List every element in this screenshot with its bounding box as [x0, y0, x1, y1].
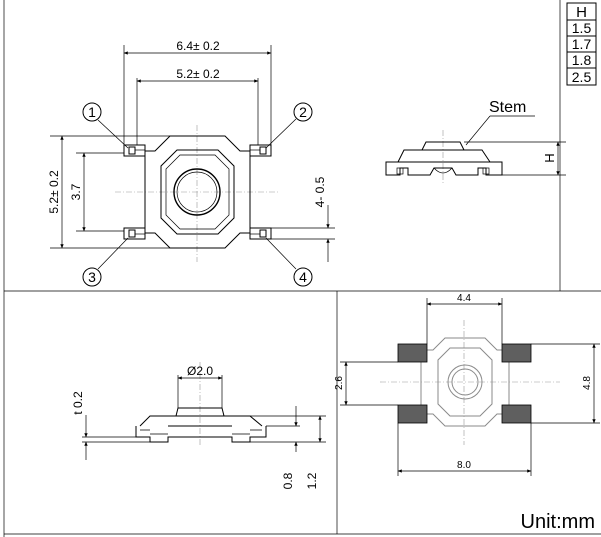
dim-overall-y: 4.8: [582, 376, 593, 390]
dim-inner-height: 3.7: [69, 183, 83, 200]
terminal-label-4: 4: [299, 269, 307, 285]
top-view: 6.4± 0.2 5.2± 0.2 5.2± 0.2 3.7 4- 0.5 1 …: [47, 39, 335, 287]
height-value-3: 1.8: [572, 52, 592, 68]
side-view: Stem H: [385, 99, 566, 185]
front-view: Ø2.0 t 0.2 0.8 1.2: [71, 362, 326, 489]
terminal-label-1: 1: [88, 104, 96, 120]
pcb-pad: [397, 404, 428, 424]
dim-overall-width: 6.4± 0.2: [176, 39, 220, 53]
dim-stem-diameter: Ø2.0: [187, 364, 213, 378]
unit-label: Unit:mm: [521, 511, 595, 533]
dim-body-height: 1.2: [305, 472, 319, 489]
height-table: H 1.5 1.7 1.8 2.5: [566, 2, 597, 86]
terminal-label-3: 3: [88, 269, 96, 285]
dim-base-height: 0.8: [281, 472, 295, 489]
pcb-pad: [501, 343, 532, 363]
pcb-layout: 4.4 8.0 2.6 4.8: [334, 293, 600, 476]
dim-thickness: t 0.2: [71, 391, 85, 415]
height-dimension-label: H: [542, 153, 557, 162]
pcb-pad: [501, 404, 532, 424]
dim-terminal-width: 4- 0.5: [313, 176, 327, 207]
height-table-header: H: [576, 4, 587, 21]
stem-label: Stem: [489, 99, 526, 116]
dim-overall-x: 8.0: [457, 460, 471, 471]
height-value-4: 2.5: [572, 69, 592, 85]
terminal-label-2: 2: [299, 104, 307, 120]
dim-inner-width: 5.2± 0.2: [176, 67, 220, 81]
pcb-pad: [397, 343, 428, 363]
height-value-2: 1.7: [572, 36, 592, 52]
dim-pad-spacing-x: 4.4: [457, 293, 471, 304]
dim-pad-spacing-y: 2.6: [334, 376, 345, 390]
dim-overall-height: 5.2± 0.2: [47, 170, 61, 214]
drawing-frame: [3, 0, 601, 537]
height-value-1: 1.5: [572, 20, 592, 36]
